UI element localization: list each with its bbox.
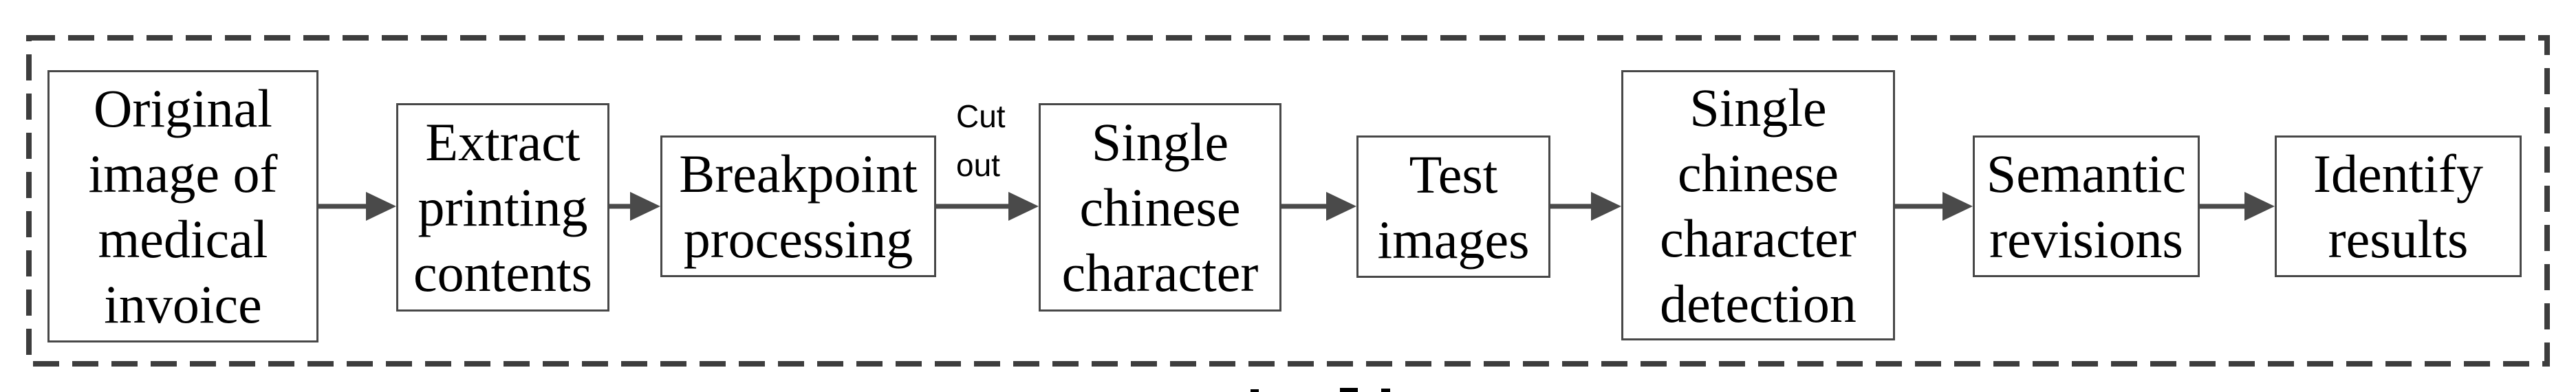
flow-arrow-1 <box>318 192 396 221</box>
flow-box-label: Identify results <box>2313 144 2483 269</box>
flow-box-extract-printing-contents: Extract printing contents <box>396 103 609 312</box>
arrowhead-icon <box>1942 192 1973 221</box>
flow-box-label: Semantic revisions <box>1986 144 2187 269</box>
flow-arrow-4 <box>1281 192 1356 221</box>
cropped-caption-fragment <box>1340 388 1358 392</box>
flow-box-test-images: Test images <box>1356 135 1550 278</box>
arrowhead-icon <box>1008 192 1039 221</box>
flow-box-label: Breakpoint processing <box>679 144 918 269</box>
flow-box-label: Single chinese character detection <box>1660 77 1857 334</box>
arrowhead-icon <box>2244 192 2275 221</box>
flow-arrow-7 <box>2200 192 2275 221</box>
flow-box-semantic-revisions: Semantic revisions <box>1973 135 2200 277</box>
arrowhead-icon <box>1591 192 1621 221</box>
flow-arrow-3 <box>936 192 1039 221</box>
dashed-border-rectangle <box>26 35 2550 367</box>
flow-box-single-chinese-character: Single chinese character <box>1039 103 1281 312</box>
flow-box-breakpoint-processing: Breakpoint processing <box>660 135 936 277</box>
flow-arrow-6 <box>1895 192 1973 221</box>
flow-box-identify-results: Identify results <box>2275 135 2522 277</box>
flow-box-label: Test images <box>1377 144 1530 270</box>
arrowhead-icon <box>1326 192 1356 221</box>
cropped-caption-fragment <box>1381 389 1390 392</box>
flow-arrow-2 <box>609 192 660 221</box>
flow-box-label: Extract printing contents <box>413 112 592 303</box>
cut-out-arrow-label: Cut out <box>956 98 1006 183</box>
arrowhead-icon <box>366 192 396 221</box>
flow-box-label: Original image of medical invoice <box>88 78 278 334</box>
flow-box-original-image-of-medical-invoice: Original image of medical invoice <box>47 70 318 342</box>
flow-box-single-chinese-character-detection: Single chinese character detection <box>1621 70 1895 340</box>
flow-box-label: Single chinese character <box>1061 112 1259 303</box>
flow-arrow-5 <box>1550 192 1621 221</box>
cropped-caption-fragment <box>1251 389 1259 392</box>
arrowhead-icon <box>630 192 660 221</box>
